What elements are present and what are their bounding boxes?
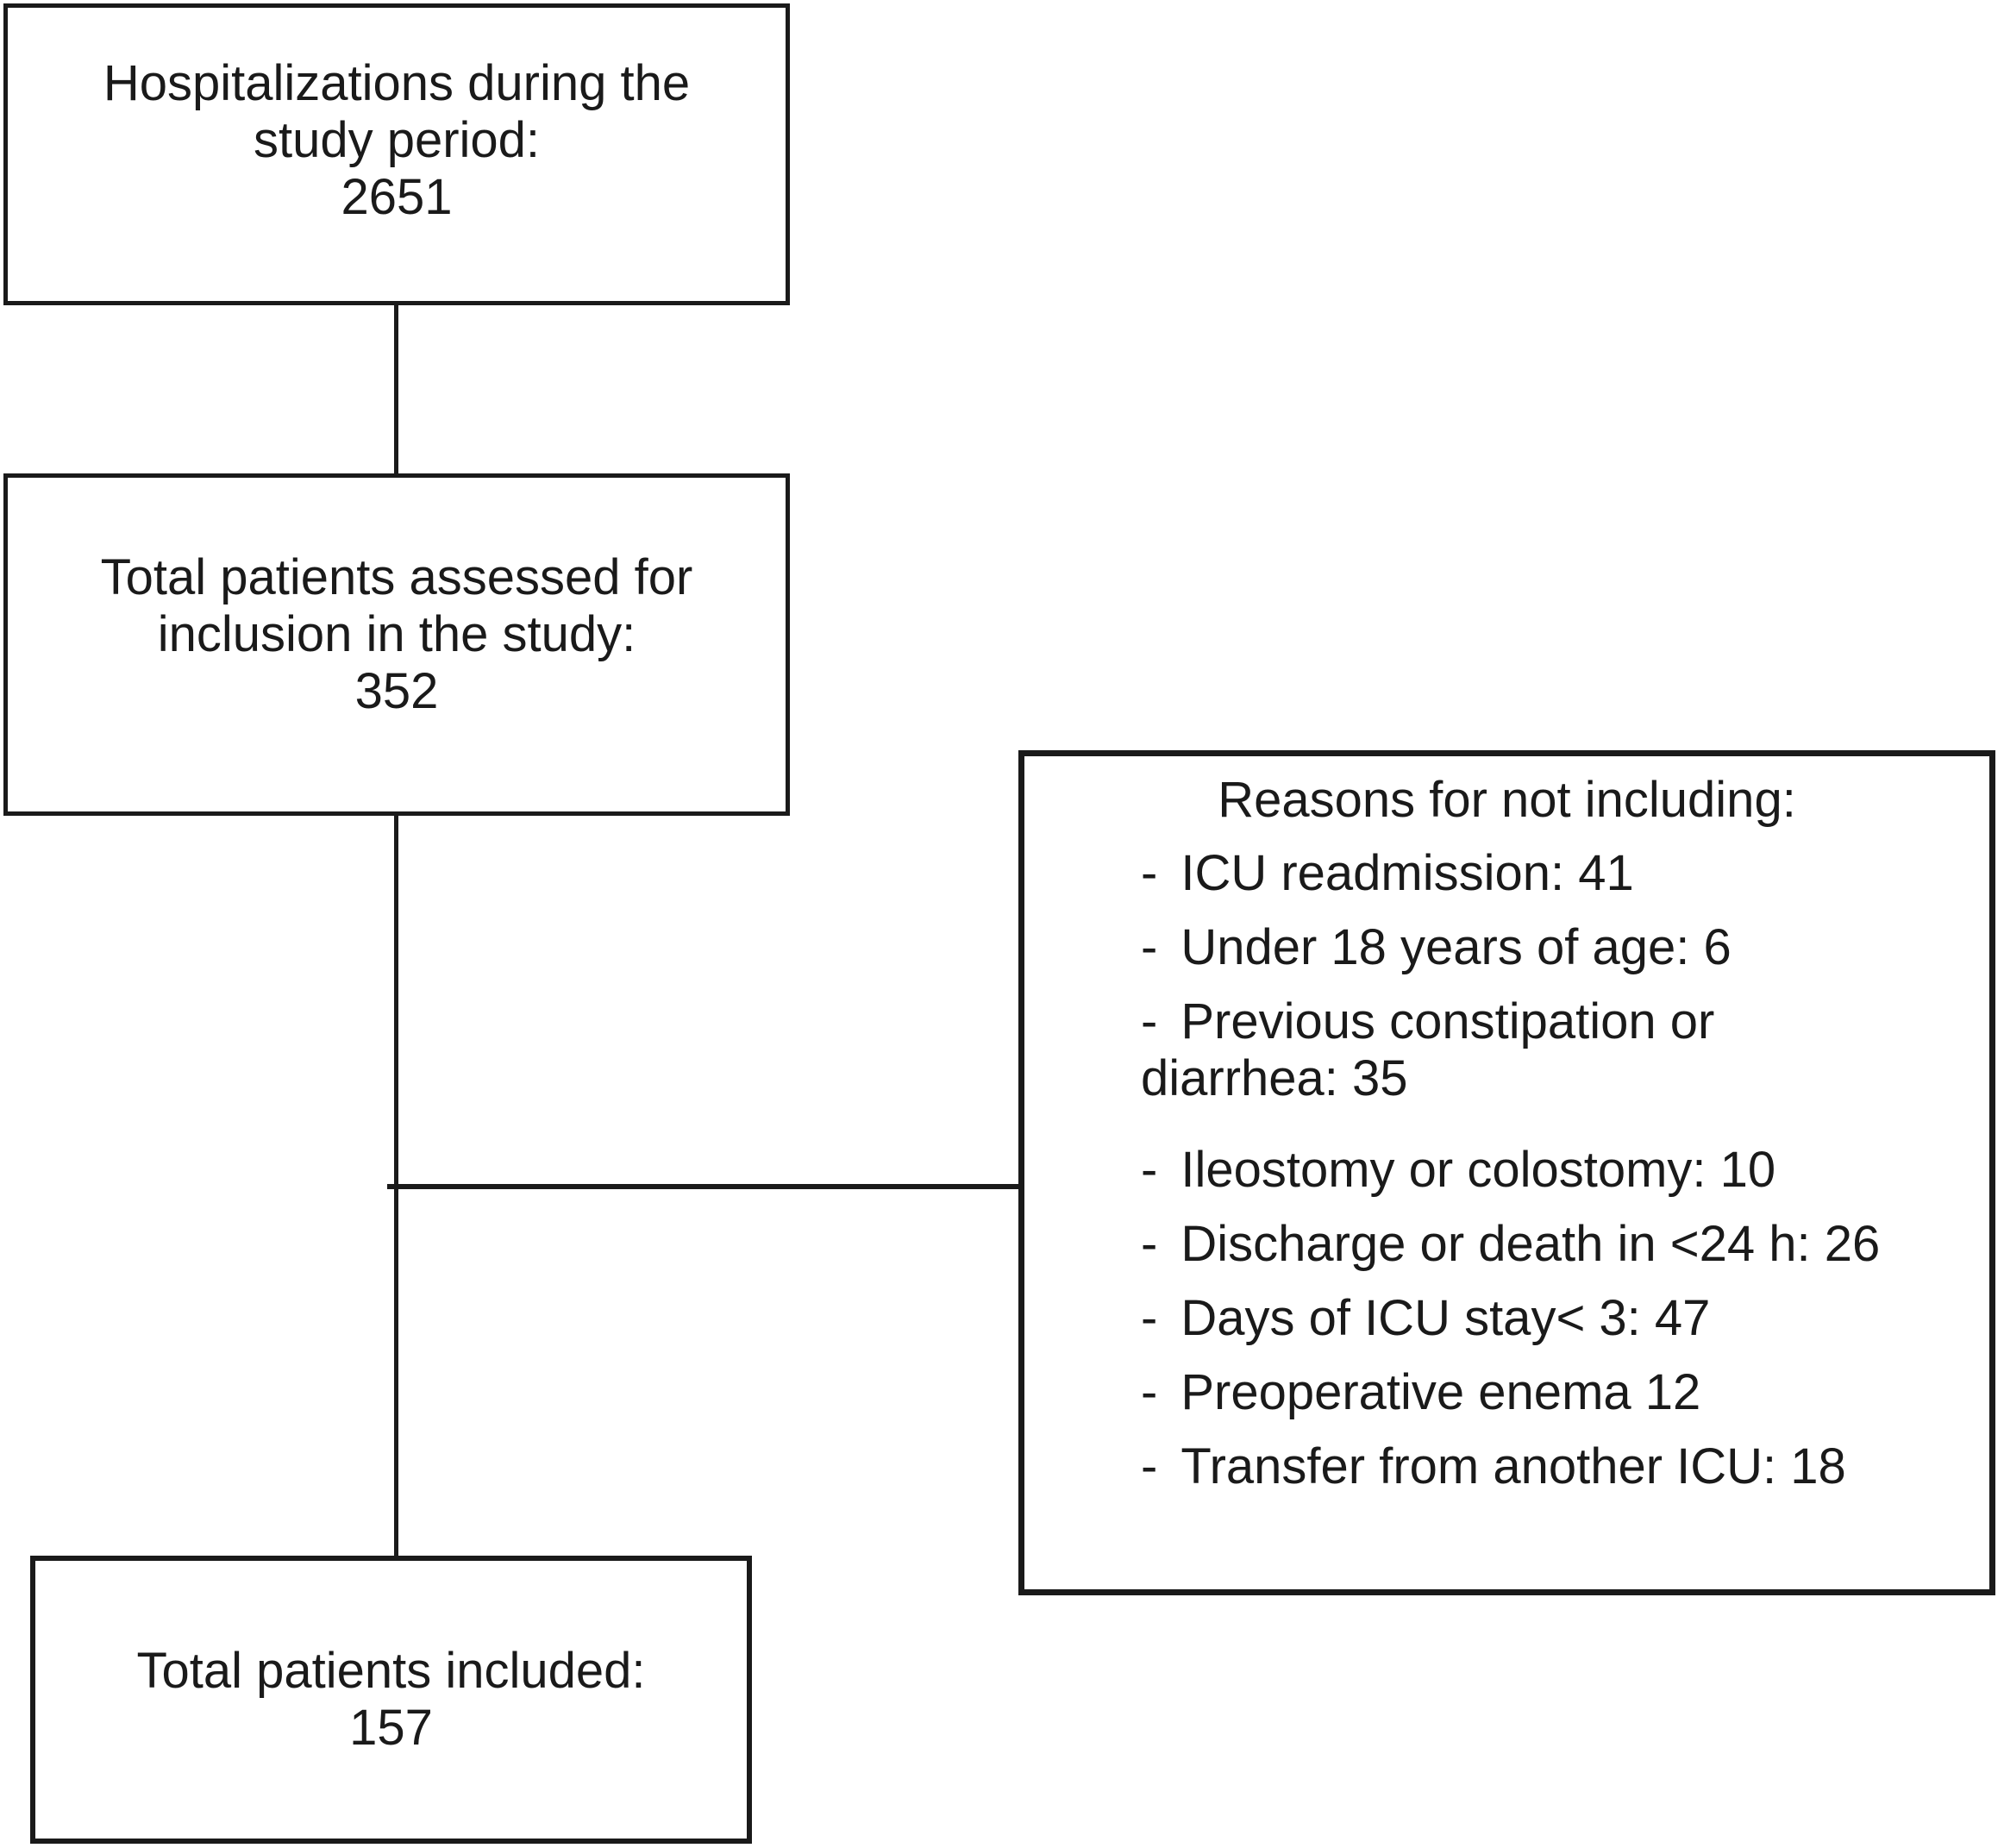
bullet-dash: -	[1141, 1438, 1158, 1494]
box-exclusion-reasons: Reasons for not including: -ICU readmiss…	[1018, 750, 1995, 1595]
reason-item-transfer-other-icu: -Transfer from another ICU: 18	[1141, 1438, 1910, 1495]
reason-item-icu-readmission: -ICU readmission: 41	[1141, 845, 1910, 902]
box-included-line-1: Total patients included:	[136, 1643, 646, 1699]
reason-text: Ileostomy or colostomy: 10	[1180, 1142, 1776, 1198]
box-included: Total patients included: 157	[30, 1556, 752, 1844]
bullet-dash: -	[1141, 1364, 1158, 1420]
reason-text: Transfer from another ICU: 18	[1180, 1438, 1846, 1494]
box-assessed-line-1: Total patients assessed for	[100, 548, 693, 605]
reason-item-under-18: -Under 18 years of age: 6	[1141, 919, 1910, 976]
reason-item-icu-stay-lt3: -Days of ICU stay< 3: 47	[1141, 1290, 1910, 1347]
connector-hospitalizations-to-assessed	[394, 302, 398, 478]
reason-text: Previous constipation or diarrhea: 35	[1141, 993, 1715, 1106]
box-hospitalizations-line-1: Hospitalizations during the	[103, 55, 691, 111]
reason-item-previous-constipation-diarrhea: -Previous constipation or diarrhea: 35	[1141, 993, 1910, 1107]
bullet-dash: -	[1141, 993, 1158, 1049]
reasons-title: Reasons for not including:	[1218, 772, 1796, 828]
reason-item-discharge-death-24h: -Discharge or death in <24 h: 26	[1141, 1216, 1910, 1273]
reason-item-ileostomy-colostomy: -Ileostomy or colostomy: 10	[1141, 1142, 1910, 1199]
box-assessed-count: 352	[354, 662, 439, 719]
bullet-dash: -	[1141, 845, 1158, 901]
reason-text: Under 18 years of age: 6	[1180, 919, 1732, 975]
connector-branch-to-reasons	[387, 1184, 1024, 1189]
box-hospitalizations: Hospitalizations during the study period…	[3, 3, 790, 305]
bullet-dash: -	[1141, 919, 1158, 975]
bullet-dash: -	[1141, 1142, 1158, 1198]
bullet-dash: -	[1141, 1290, 1158, 1346]
box-hospitalizations-line-2: study period:	[253, 112, 541, 168]
reason-text: Days of ICU stay< 3: 47	[1180, 1290, 1711, 1346]
reason-item-preoperative-enema: -Preoperative enema 12	[1141, 1364, 1910, 1421]
box-included-count: 157	[349, 1700, 433, 1756]
box-assessed-line-2: inclusion in the study:	[157, 605, 636, 662]
reason-text: Discharge or death in <24 h: 26	[1180, 1216, 1881, 1272]
reason-text: Preoperative enema 12	[1180, 1364, 1701, 1420]
box-assessed: Total patients assessed for inclusion in…	[3, 473, 790, 816]
bullet-dash: -	[1141, 1216, 1158, 1272]
reason-text: ICU readmission: 41	[1180, 845, 1634, 901]
box-hospitalizations-count: 2651	[341, 169, 453, 225]
